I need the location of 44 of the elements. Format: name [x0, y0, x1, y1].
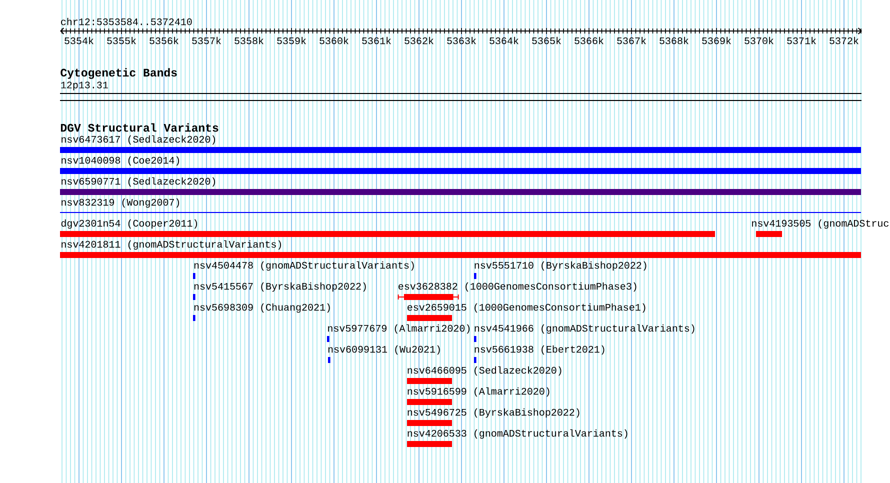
tick-label: 5370k: [744, 36, 774, 44]
band-label: 12p13.31: [61, 82, 108, 90]
location-label: chr12:5353584..5372410: [61, 18, 192, 26]
feature-label: nsv6099131 (Wu2021): [328, 345, 440, 355]
tick-label: 5358k: [234, 36, 264, 44]
tick-label: 5360k: [320, 36, 348, 44]
feature-label: nsv5415567 (ByrskaBishop2022): [194, 282, 366, 292]
feature-label: nsv832319 (Wong2007): [62, 198, 180, 208]
track-title: DGV Structural Variants: [60, 123, 218, 132]
feature-label: esv3628382 (1000GenomesConsortiumPhase3): [398, 282, 636, 292]
feature-label: nsv5916599 (Almarri2020): [408, 387, 550, 397]
tick-label: 5362k: [404, 36, 434, 44]
tick-label: 5366k: [574, 36, 604, 44]
feature-label: nsv5661938 (Ebert2021): [474, 345, 604, 355]
tick-label: 5361k: [362, 36, 391, 44]
tick-label: 5357k: [192, 36, 221, 44]
tick-label: 5355k: [107, 36, 136, 44]
feature-label: nsv5551710 (ByrskaBishop2022): [474, 261, 646, 271]
feature-label: nsv5698309 (Chuang2021): [194, 303, 330, 313]
track-title: Cytogenetic Bands: [60, 68, 177, 79]
tick-label: 5356k: [150, 36, 178, 44]
tick-label: 5368k: [660, 36, 688, 44]
feature-label: nsv4206533 (gnomADStructuralVariants): [408, 429, 628, 439]
tick-label: 5367k: [617, 36, 646, 44]
feature-label: nsv6590771 (Sedlazeck2020): [62, 177, 216, 187]
feature-label: nsv4504478 (gnomADStructuralVariants): [194, 261, 414, 271]
feature-label: dgv2301n54 (Cooper2011): [61, 219, 198, 229]
feature-label: nsv6473617 (Sedlazeck2020): [62, 135, 216, 145]
tick-label: 5372k: [830, 36, 858, 44]
tick-label: 5359k: [277, 36, 306, 44]
feature-label: nsv4541966 (gnomADStructuralVariants): [474, 324, 694, 334]
feature-label: nsv4201811 (gnomADStructuralVariants): [62, 240, 282, 250]
feature-label: nsv5977679 (Almarri2020): [328, 324, 470, 334]
feature-label: nsv6466095 (Sedlazeck2020): [408, 366, 562, 376]
feature-label: nsv1040098 (Coe2014): [62, 156, 180, 166]
tick-label: 5364k: [490, 36, 518, 44]
feature-label: nsv4193505 (gnomADStruc: [752, 219, 888, 229]
feature-label: esv2659015 (1000GenomesConsortiumPhase1): [408, 303, 646, 313]
tick-label: 5365k: [532, 36, 561, 44]
tick-label: 5354k: [64, 36, 94, 44]
tick-label: 5369k: [702, 36, 731, 44]
tick-label: 5371k: [787, 36, 816, 44]
tick-label: 5363k: [447, 36, 476, 44]
feature-label: nsv5496725 (ByrskaBishop2022): [408, 408, 580, 418]
